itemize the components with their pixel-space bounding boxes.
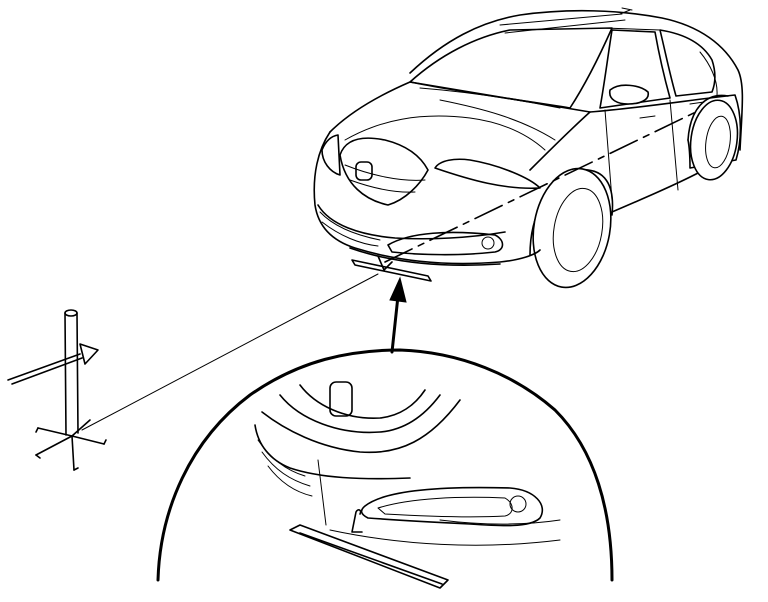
vehicle-roof-rack [499, 7, 633, 34]
detail-fog-lamp-inner [377, 496, 513, 518]
vehicle-lower-bumper [317, 204, 506, 240]
vehicle-fog-lamp [481, 236, 495, 250]
vehicle-illustration [313, 7, 744, 289]
centering-tool-bar [351, 259, 432, 282]
vehicle-rear-side-window [659, 29, 716, 97]
stand-post [64, 312, 79, 436]
detail-callout-circle [156, 348, 614, 582]
detail-lower-grille-mesh [257, 439, 313, 497]
vehicle-grille-bars [344, 164, 426, 193]
vehicle-door-line [604, 99, 679, 201]
vehicle-roofline [409, 9, 744, 151]
vehicle-headlight-right [434, 158, 541, 190]
vehicle-front-wheel [532, 167, 612, 289]
vehicle-wiper [419, 87, 561, 109]
centering-tool [351, 255, 432, 282]
string-stand [7, 309, 107, 471]
vehicle-fog-lamp-housing [387, 231, 504, 256]
vehicle-rear-wheel-rim [705, 115, 731, 169]
stand-base-feet [35, 419, 105, 471]
stand-post-top [64, 309, 78, 317]
vehicle-side-mirror [608, 84, 650, 105]
vehicle-side-body [589, 94, 742, 169]
vehicle-chin [349, 247, 501, 266]
detail-upper-grille-edge [261, 399, 461, 454]
vehicle-lower-grille [319, 211, 381, 247]
vehicle-front-wheel-rim [552, 187, 604, 273]
vehicle-door-handle-rear [689, 101, 705, 105]
vehicle-window-trim [603, 27, 718, 96]
vehicle-upper-grille [339, 137, 429, 206]
pointer-arrow-head [389, 276, 407, 303]
vehicle-emblem [355, 161, 373, 181]
vehicle-front-side-window [599, 29, 671, 109]
vehicle-hood-crease-left [344, 115, 546, 151]
vehicle-rocker [604, 171, 701, 216]
vehicle-front-fascia [313, 131, 541, 265]
detail-emblem [329, 381, 353, 417]
detail-centering-tool-bar [289, 524, 449, 589]
stand-target-plate [79, 343, 99, 365]
vehicle-door-handle-front [639, 115, 656, 119]
detail-chin-line [329, 519, 561, 546]
vehicle-hood-crease-right [439, 99, 556, 141]
vehicle-hood [329, 81, 591, 171]
alignment-string-line [81, 273, 379, 431]
vehicle-headlight-left [321, 134, 341, 176]
detail-pointer-arrow [389, 276, 407, 354]
detail-callout [156, 348, 614, 589]
detail-centering-tool-pointer [351, 509, 363, 533]
pointer-arrow-shaft [390, 294, 400, 354]
detail-bumper-lower-edge [254, 424, 411, 480]
vehicle-rear-wheel [689, 99, 739, 181]
stand-target-arm [7, 353, 83, 385]
detail-grille-slats [279, 384, 441, 434]
detail-bumper-seam [317, 459, 327, 526]
detail-fog-lamp-housing [360, 486, 544, 527]
detail-centering-tool-ridge [299, 532, 443, 585]
vehicle-rear-arch [687, 94, 729, 141]
vehicle-windshield [409, 27, 613, 109]
centering-tool-pointer [377, 255, 393, 271]
detail-fog-lamp-bulb [509, 495, 527, 513]
stand-base-feet-outline [35, 427, 107, 471]
dashed-vehicle-centerline [384, 109, 701, 263]
